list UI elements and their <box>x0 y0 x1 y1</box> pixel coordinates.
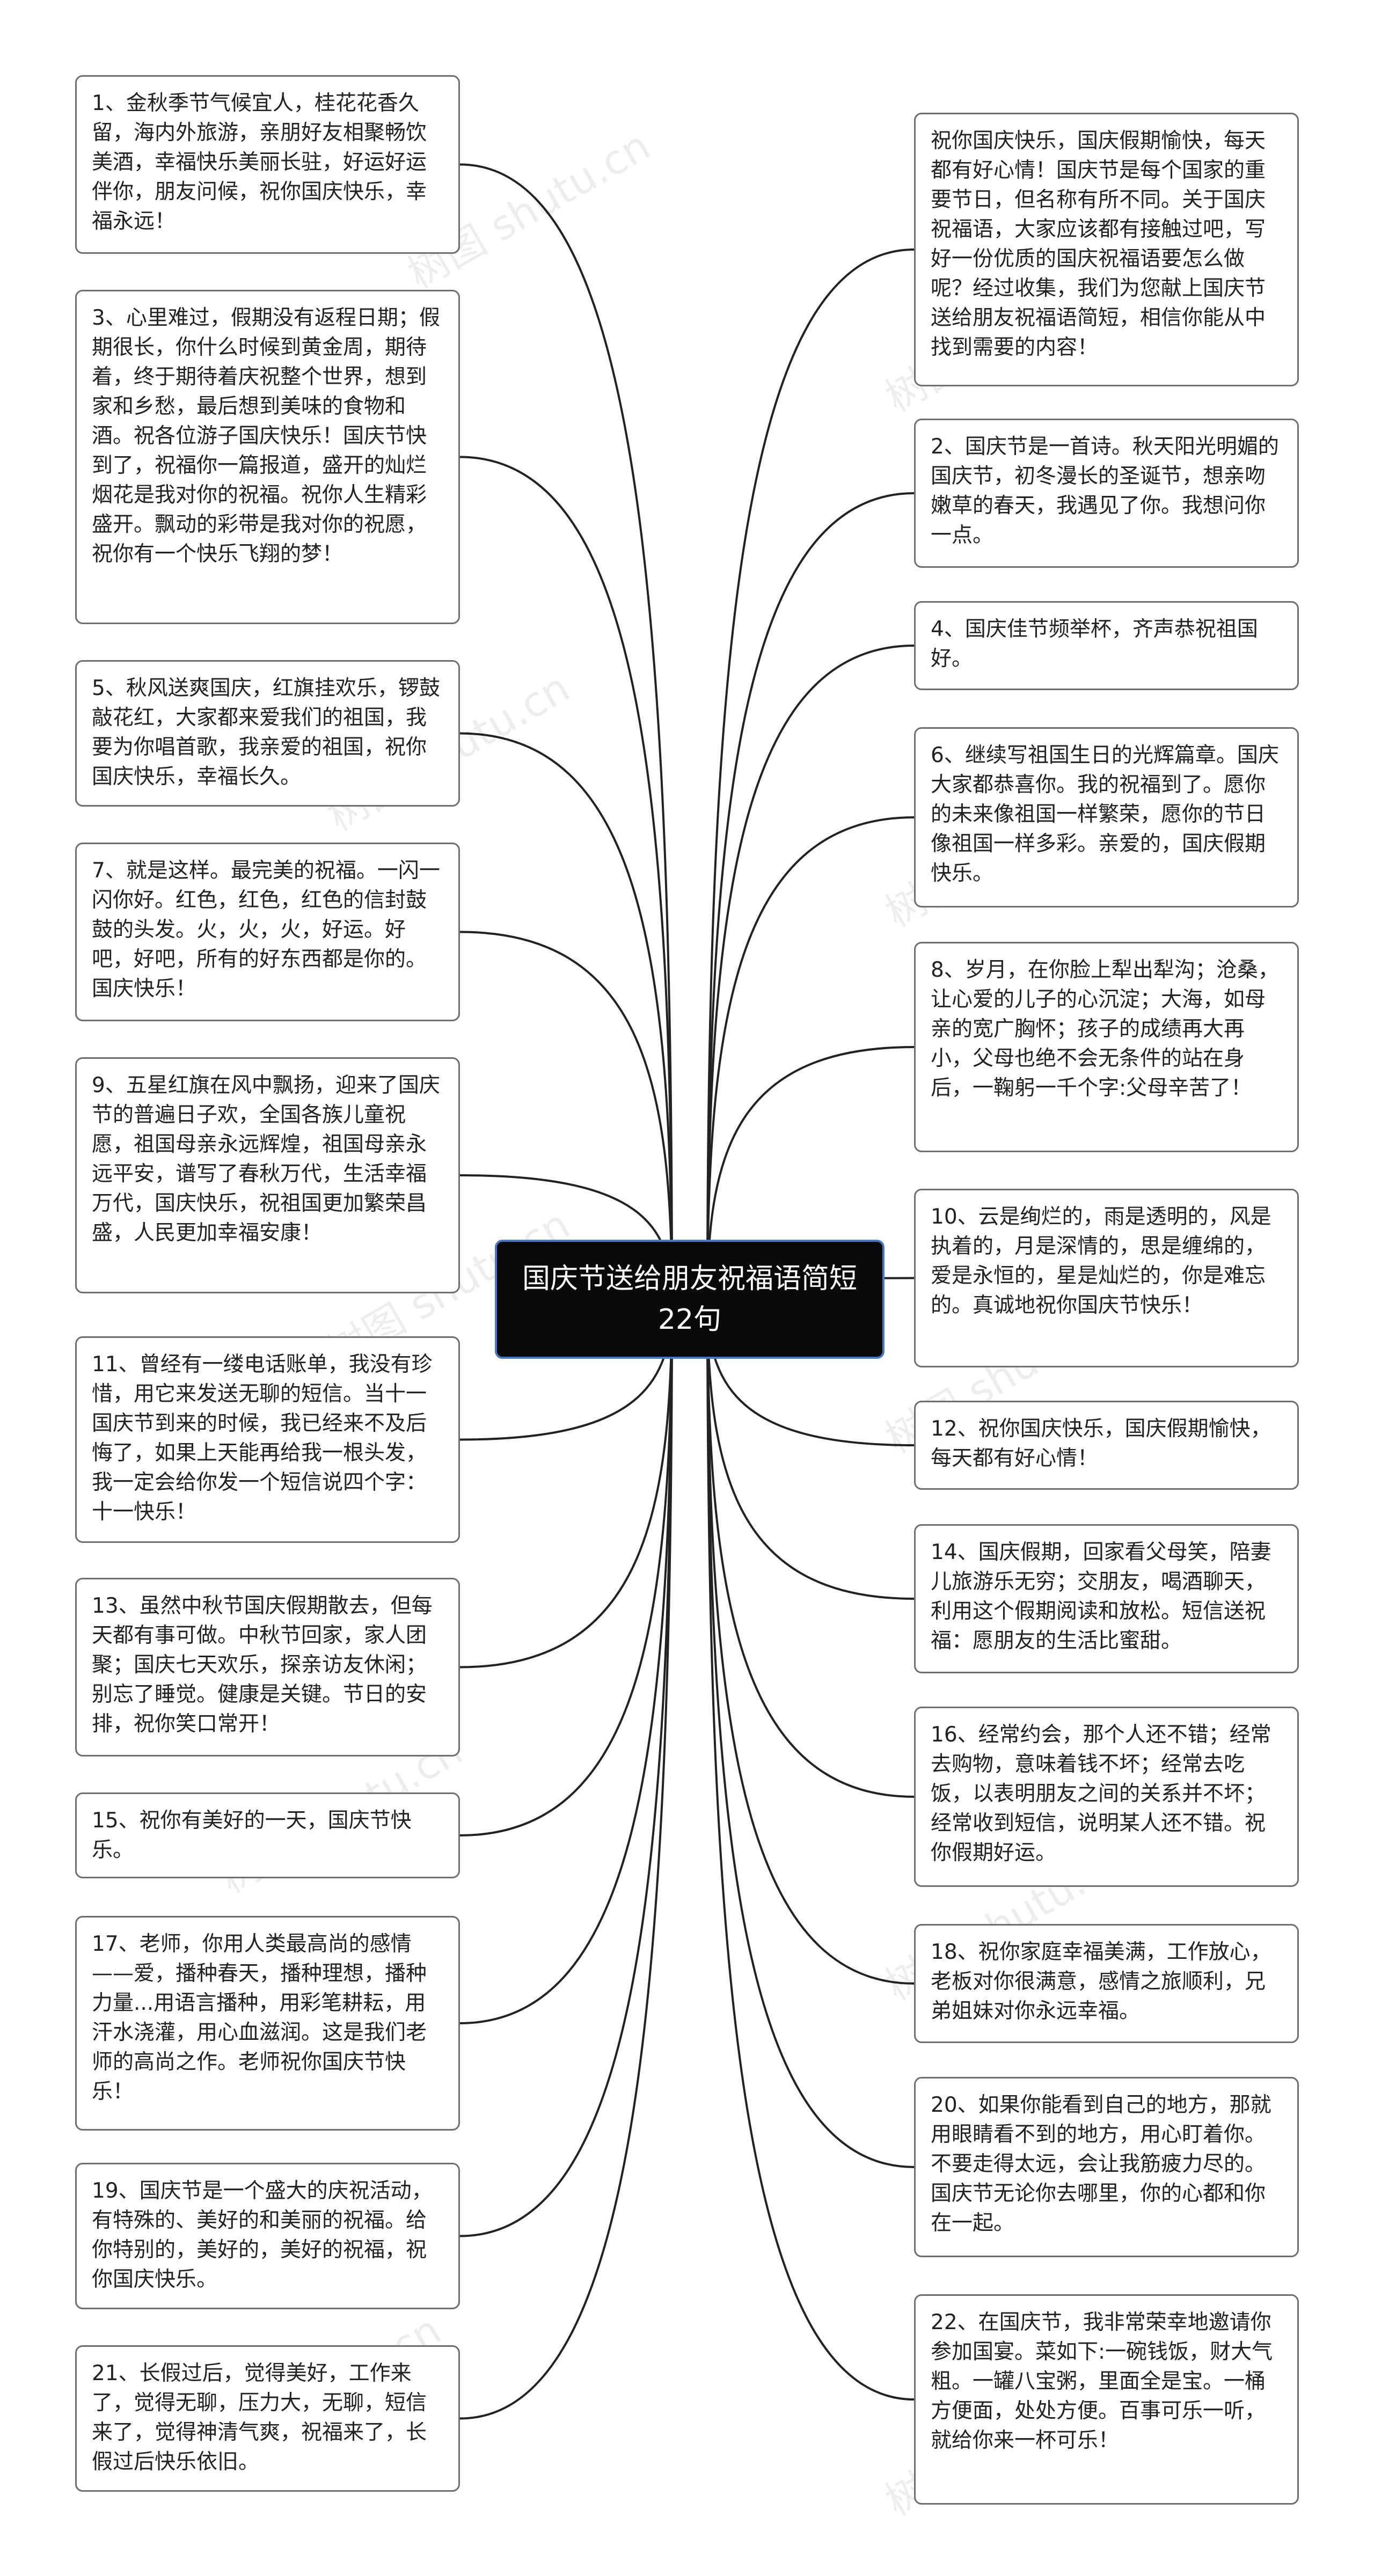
left-branch-node[interactable]: 13、虽然中秋节国庆假期散去，但每天都有事可做。中秋节回家，家人团聚；国庆七天欢… <box>75 1578 460 1757</box>
node-text: 13、虽然中秋节国庆假期散去，但每天都有事可做。中秋节回家，家人团聚；国庆七天欢… <box>92 1594 433 1736</box>
left-branch-node[interactable]: 1、金秋季节气候宜人，桂花花香久留，海内外旅游，亲朋好友相聚畅饮美酒，幸福快乐美… <box>75 75 460 254</box>
connector-line <box>706 1299 915 2401</box>
node-text: 16、经常约会，那个人还不错；经常去购物，意味着钱不坏；经常去吃饭，以表明朋友之… <box>931 1723 1271 1865</box>
left-branch-node[interactable]: 7、就是这样。最完美的祝福。一闪一闪你好。红色，红色，红色的信封鼓鼓的头发。火，… <box>75 843 460 1021</box>
connector-line <box>706 645 915 1300</box>
connector-line <box>706 1046 915 1300</box>
connector-line <box>459 732 673 1300</box>
connector-line <box>706 492 915 1300</box>
central-topic[interactable]: 国庆节送给朋友祝福语简短22句 <box>495 1240 885 1359</box>
node-text: 8、岁月，在你脸上犁出犁沟；沧桑，让心爱的儿子的心沉淀；大海，如母亲的宽广胸怀；… <box>931 958 1279 1100</box>
right-branch-node[interactable]: 祝你国庆快乐，国庆假期愉快，每天都有好心情！国庆节是每个国家的重要节日，但名称有… <box>914 113 1299 386</box>
node-text: 祝你国庆快乐，国庆假期愉快，每天都有好心情！国庆节是每个国家的重要节日，但名称有… <box>931 129 1266 360</box>
connector-line <box>706 816 915 1300</box>
connector-line <box>459 456 673 1300</box>
node-text: 18、祝你家庭幸福美满，工作放心，老板对你很满意，感情之旅顺利，兄弟姐妹对你永远… <box>931 1940 1271 2023</box>
connector-line <box>459 1299 673 2420</box>
connector-line <box>706 1299 915 1798</box>
connector-line <box>459 931 673 1300</box>
node-text: 14、国庆假期，回家看父母笑，陪妻儿旅游乐无穷；交朋友，喝酒聊天，利用这个假期阅… <box>931 1540 1271 1653</box>
right-branch-node[interactable]: 14、国庆假期，回家看父母笑，陪妻儿旅游乐无穷；交朋友，喝酒聊天，利用这个假期阅… <box>914 1524 1299 1673</box>
connector-line <box>459 1299 673 1836</box>
right-branch-node[interactable]: 6、继续写祖国生日的光辉篇章。国庆大家都恭喜你。我的祝福到了。愿你的未来像祖国一… <box>914 727 1299 908</box>
connector-line <box>459 1299 673 1668</box>
node-text: 12、祝你国庆快乐，国庆假期愉快，每天都有好心情！ <box>931 1417 1271 1470</box>
left-branch-node[interactable]: 3、心里难过，假期没有返程日期；假期很长，你什么时候到黄金周，期待着，终于期待着… <box>75 290 460 624</box>
right-branch-node[interactable]: 8、岁月，在你脸上犁出犁沟；沧桑，让心爱的儿子的心沉淀；大海，如母亲的宽广胸怀；… <box>914 942 1299 1152</box>
left-branch-node[interactable]: 19、国庆节是一个盛大的庆祝活动，有特殊的、美好的和美丽的祝福。给你特别的，美好… <box>75 2163 460 2309</box>
node-text: 10、云是绚烂的，雨是透明的，风是执着的，月是深情的，思是缠绵的，爱是永恒的，星… <box>931 1205 1271 1318</box>
node-text: 7、就是这样。最完美的祝福。一闪一闪你好。红色，红色，红色的信封鼓鼓的头发。火，… <box>92 859 440 1001</box>
left-branch-node[interactable]: 9、五星红旗在风中飘扬，迎来了国庆节的普遍日子欢，全国各族儿童祝愿，祖国母亲永远… <box>75 1057 460 1293</box>
right-branch-node[interactable]: 4、国庆佳节频举杯，齐声恭祝祖国好。 <box>914 601 1299 690</box>
node-text: 3、心里难过，假期没有返程日期；假期很长，你什么时候到黄金周，期待着，终于期待着… <box>92 306 440 566</box>
connector-line <box>706 1299 915 1600</box>
node-text: 5、秋风送爽国庆，红旗挂欢乐，锣鼓敲花红，大家都来爱我们的祖国，我要为你唱首歌，… <box>92 676 440 789</box>
right-branch-node[interactable]: 2、国庆节是一首诗。秋天阳光明媚的国庆节，初冬漫长的圣诞节，想亲吻嫩草的春天，我… <box>914 419 1299 568</box>
right-branch-node[interactable]: 20、如果你能看到自己的地方，那就用眼睛看不到的地方，用心盯着你。不要走得太远，… <box>914 2077 1299 2257</box>
node-text: 9、五星红旗在风中飘扬，迎来了国庆节的普遍日子欢，全国各族儿童祝愿，祖国母亲永远… <box>92 1073 440 1245</box>
left-branch-node[interactable]: 11、曾经有一缕电话账单，我没有珍惜，用它来发送无聊的短信。当十一国庆节到来的时… <box>75 1336 460 1543</box>
right-branch-node[interactable]: 18、祝你家庭幸福美满，工作放心，老板对你很满意，感情之旅顺利，兄弟姐妹对你永远… <box>914 1924 1299 2043</box>
right-branch-node[interactable]: 16、经常约会，那个人还不错；经常去购物，意味着钱不坏；经常去吃饭，以表明朋友之… <box>914 1707 1299 1887</box>
node-text: 17、老师，你用人类最高尚的感情——爱，播种春天，播种理想，播种力量...用语言… <box>92 1932 427 2104</box>
connector-line <box>706 248 915 1300</box>
node-text: 1、金秋季节气候宜人，桂花花香久留，海内外旅游，亲朋好友相聚畅饮美酒，幸福快乐美… <box>92 91 427 233</box>
node-text: 6、继续写祖国生日的光辉篇章。国庆大家都恭喜你。我的祝福到了。愿你的未来像祖国一… <box>931 743 1279 885</box>
right-branch-node[interactable]: 12、祝你国庆快乐，国庆假期愉快，每天都有好心情！ <box>914 1401 1299 1490</box>
connector-line <box>459 163 673 1300</box>
node-text: 2、国庆节是一首诗。秋天阳光明媚的国庆节，初冬漫长的圣诞节，想亲吻嫩草的春天，我… <box>931 435 1279 547</box>
node-text: 4、国庆佳节频举杯，齐声恭祝祖国好。 <box>931 617 1258 671</box>
node-text: 21、长假过后，觉得美好，工作来了，觉得无聊，压力大，无聊，短信来了，觉得神清气… <box>92 2361 427 2474</box>
node-text: 15、祝你有美好的一天，国庆节快乐。 <box>92 1809 412 1862</box>
right-branch-node[interactable]: 22、在国庆节，我非常荣幸地邀请你参加国宴。菜如下:一碗钱饭，财大气粗。一罐八宝… <box>914 2294 1299 2505</box>
node-text: 19、国庆节是一个盛大的庆祝活动，有特殊的、美好的和美丽的祝福。给你特别的，美好… <box>92 2179 433 2292</box>
left-branch-node[interactable]: 5、秋风送爽国庆，红旗挂欢乐，锣鼓敲花红，大家都来爱我们的祖国，我要为你唱首歌，… <box>75 660 460 807</box>
right-branch-node[interactable]: 10、云是绚烂的，雨是透明的，风是执着的，月是深情的，思是缠绵的，爱是永恒的，星… <box>914 1189 1299 1367</box>
connector-line <box>459 1299 673 2024</box>
node-text: 22、在国庆节，我非常荣幸地邀请你参加国宴。菜如下:一碗钱饭，财大气粗。一罐八宝… <box>931 2310 1273 2453</box>
node-text: 20、如果你能看到自己的地方，那就用眼睛看不到的地方，用心盯着你。不要走得太远，… <box>931 2093 1271 2235</box>
left-branch-node[interactable]: 15、祝你有美好的一天，国庆节快乐。 <box>75 1792 460 1878</box>
central-topic-label: 国庆节送给朋友祝福语简短22句 <box>522 1263 857 1336</box>
node-text: 11、曾经有一缕电话账单，我没有珍惜，用它来发送无聊的短信。当十一国庆节到来的时… <box>92 1352 433 1524</box>
left-branch-node[interactable]: 17、老师，你用人类最高尚的感情——爱，播种春天，播种理想，播种力量...用语言… <box>75 1916 460 2131</box>
left-branch-node[interactable]: 21、长假过后，觉得美好，工作来了，觉得无聊，压力大，无聊，短信来了，觉得神清气… <box>75 2345 460 2492</box>
